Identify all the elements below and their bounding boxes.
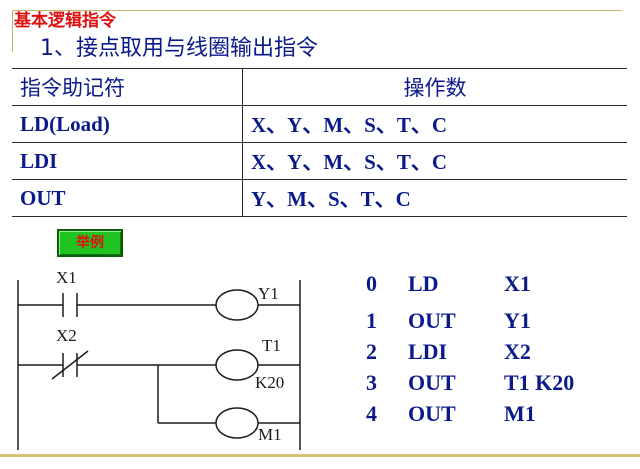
table-row: LD(Load) X、Y、M、S、T、C xyxy=(12,105,627,143)
step-arg: X2 xyxy=(504,339,531,364)
coil-m1-icon xyxy=(215,407,259,439)
cell-operand: X、Y、M、S、T、C xyxy=(242,105,627,143)
step-number: 0 xyxy=(366,271,377,296)
ladder-diagram: X1 Y1 X2 T1 K20 M1 xyxy=(17,268,301,450)
step-number: 2 xyxy=(366,339,377,364)
coil-label: M1 xyxy=(258,425,282,444)
step-arg: X1 xyxy=(504,271,531,296)
step-number: 3 xyxy=(366,370,377,395)
table-row: LDI X、Y、M、S、T、C xyxy=(12,142,627,180)
step-op: OUT xyxy=(408,401,456,426)
nc-contact-slash xyxy=(51,350,89,380)
bottom-rule xyxy=(0,454,640,457)
cell-operand: Y、M、S、T、C xyxy=(242,179,627,217)
table-row: OUT Y、M、S、T、C xyxy=(12,179,627,217)
rung-1: X1 Y1 xyxy=(18,268,300,321)
step-arg: T1 K20 xyxy=(504,370,575,395)
cell-mnemonic: OUT xyxy=(12,179,243,217)
coil-y1-icon xyxy=(215,289,259,321)
step-op: LDI xyxy=(408,339,448,364)
contact-label: X2 xyxy=(56,326,77,345)
section-title: 基本逻辑指令 xyxy=(14,11,116,31)
slide-subtitle: 1、接点取用与线圈输出指令 xyxy=(40,36,318,61)
frame-top-rule xyxy=(12,10,622,11)
frame-left-rule xyxy=(12,10,13,52)
step-number: 4 xyxy=(366,401,377,426)
step-op: OUT xyxy=(408,370,456,395)
table-header-row: 指令助记符 操作数 xyxy=(12,68,627,106)
coil-label: Y1 xyxy=(258,284,279,303)
step-arg: M1 xyxy=(504,401,536,426)
step-number: 1 xyxy=(366,308,377,333)
coil-t1-icon xyxy=(215,349,259,381)
example-button[interactable]: 举例 xyxy=(57,229,123,257)
cell-mnemonic: LDI xyxy=(12,142,243,180)
header-operand: 操作数 xyxy=(242,68,627,106)
cell-operand: X、Y、M、S、T、C xyxy=(242,142,627,180)
step-op: LD xyxy=(408,271,439,296)
instruction-table: 指令助记符 操作数 LD(Load) X、Y、M、S、T、C LDI X、Y、M… xyxy=(12,68,627,217)
header-mnemonic: 指令助记符 xyxy=(12,68,243,106)
contact-label: X1 xyxy=(56,268,77,287)
coil-preset-label: K20 xyxy=(255,373,284,392)
rung-2: X2 T1 K20 M1 xyxy=(18,326,300,444)
step-arg: Y1 xyxy=(504,308,531,333)
step-op: OUT xyxy=(408,308,456,333)
cell-mnemonic: LD(Load) xyxy=(12,105,243,143)
coil-label: T1 xyxy=(262,336,281,355)
